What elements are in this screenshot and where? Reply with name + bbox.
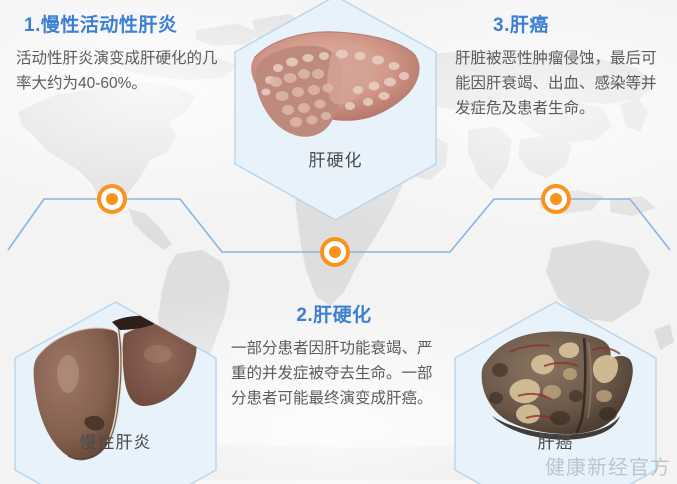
section-title: 3.肝癌	[493, 15, 549, 36]
section-title: 1.慢性活动性肝炎	[24, 15, 178, 36]
section-liver-cancer: 3.肝癌 肝脏被恶性肿瘤侵蚀，最后可能因肝衰竭、出血、感染等并发症危及患者生命。	[455, 10, 669, 121]
section-cirrhosis: 2.肝硬化 一部分患者因肝功能衰竭、严重的并发症被夺去生命。一部分患者可能最终演…	[231, 300, 447, 411]
stage-1-marker[interactable]	[97, 184, 127, 214]
stage-3-marker[interactable]	[541, 184, 571, 214]
hexagon-card-cirrhosis: 肝硬化	[232, 0, 439, 222]
hexagon-label: 慢性肝炎	[79, 433, 152, 452]
section-body: 肝脏被恶性肿瘤侵蚀，最后可能因肝衰竭、出血、感染等并发症危及患者生命。	[455, 50, 657, 118]
hexagon-card-chronic-hepatitis: 慢性肝炎	[12, 300, 219, 484]
hexagon-label: 肝硬化	[308, 151, 363, 170]
hexagon-label: 肝癌	[537, 433, 574, 452]
stage-2-marker[interactable]	[320, 237, 350, 267]
section-title: 2.肝硬化	[296, 305, 372, 326]
hexagon-shape	[234, 0, 437, 221]
section-body: 一部分患者因肝功能衰竭、严重的并发症被夺去生命。一部分患者可能最终演变成肝癌。	[231, 340, 433, 408]
section-chronic-active-hepatitis: 1.慢性活动性肝炎 活动性肝炎演变成肝硬化的几率大约为40-60%。	[16, 10, 228, 96]
watermark: 健康新经官方	[545, 455, 671, 479]
hexagon-shape	[14, 301, 217, 484]
section-body: 活动性肝炎演变成肝硬化的几率大约为40-60%。	[16, 50, 218, 93]
